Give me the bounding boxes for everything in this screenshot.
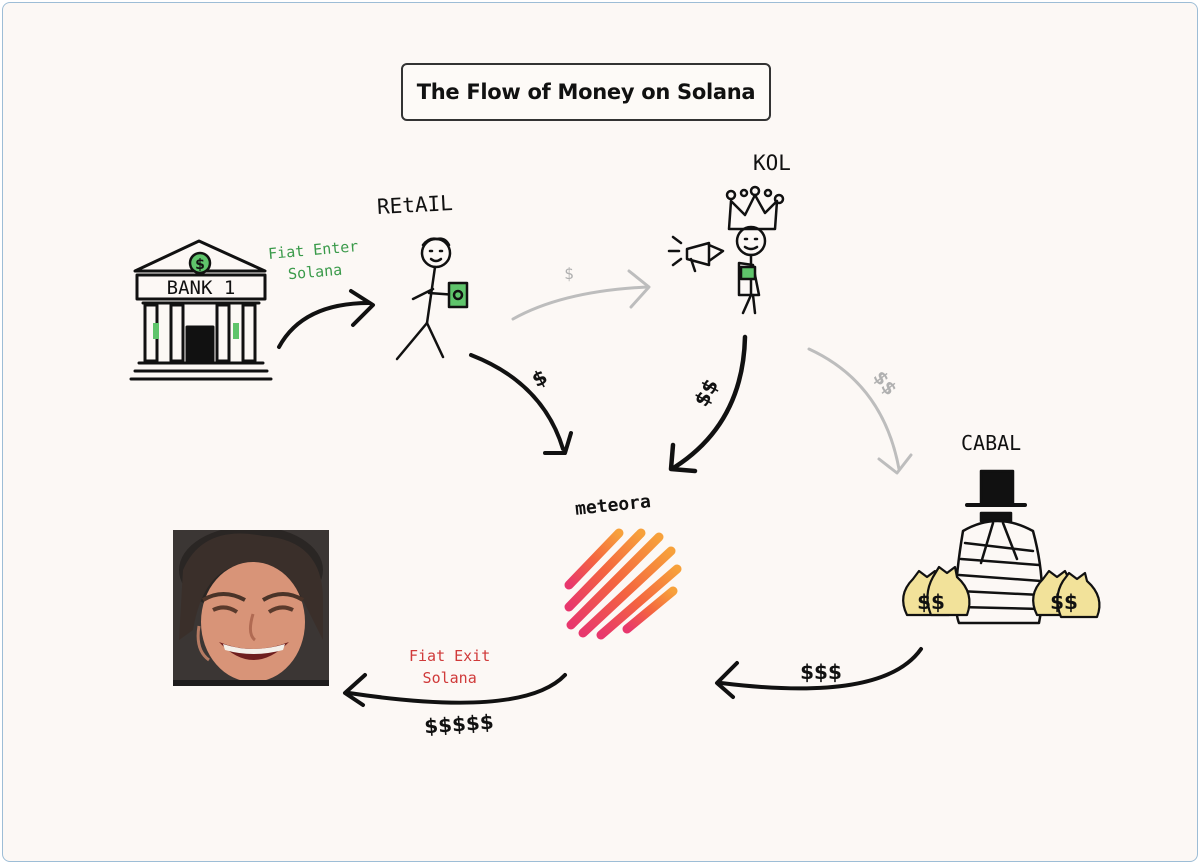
cabal-figure-icon [954, 469, 1044, 625]
label-kol-to-cabal: $$ [869, 367, 901, 400]
cabal-label: CABAL [961, 431, 1022, 455]
arrowhead-retail-to-meteora [543, 431, 573, 455]
arrow-kol-to-meteora [672, 334, 748, 470]
fiat-enter-label: Fiat Enter Solana [267, 235, 361, 287]
bank-label: BANK 1 [167, 277, 236, 299]
arrowhead-cabal-to-meteora [715, 661, 739, 699]
cabal-bag-right-text: $$ [1050, 590, 1078, 614]
retail-figure-icon [395, 237, 469, 361]
fiat-exit-line1: Fiat Exit [409, 647, 491, 665]
cabal-bag-left-text: $$ [917, 590, 945, 614]
arrowhead-retail-to-kol [627, 269, 651, 309]
arrow-meteora-to-exit [347, 673, 567, 705]
fiat-exit-label: Fiat Exit Solana [409, 645, 490, 689]
money-bag-left-icon [902, 565, 971, 617]
page-title: The Flow of Money on Solana [416, 80, 756, 104]
laughing-person-image [173, 530, 329, 686]
arrowhead-kol-to-cabal [877, 453, 913, 475]
label-exit-amount: $$$$$ [423, 710, 494, 739]
label-retail-to-meteora: $ [528, 364, 552, 392]
kol-figure-icon [667, 185, 785, 315]
arrowhead-meteora-to-exit [343, 673, 367, 707]
label-retail-to-kol: $ [564, 264, 574, 283]
arrow-retail-to-meteora [469, 353, 565, 451]
arrow-bank-to-retail [277, 301, 371, 349]
kol-label: KOL [753, 151, 791, 175]
title-box: The Flow of Money on Solana [401, 63, 771, 121]
arrow-cabal-to-meteora [719, 647, 923, 691]
diagram-svg: $ BANK 1 [129, 185, 1101, 739]
money-bag-right-icon [1032, 569, 1101, 619]
arrowhead-kol-to-meteora [668, 442, 698, 474]
laughing-person-photo [173, 530, 329, 686]
label-cabal-to-meteora: $$$ [800, 660, 842, 684]
meteora-logo-icon [564, 528, 682, 640]
fiat-exit-line2: Solana [422, 669, 477, 687]
label-kol-to-meteora: $$ [689, 375, 723, 411]
arrowhead-bank-to-retail [349, 289, 375, 327]
arrow-kol-to-cabal [807, 347, 901, 471]
bank-icon [129, 239, 273, 381]
arrow-retail-to-kol [511, 285, 649, 321]
retail-label: REtAIL [376, 191, 454, 219]
bank-badge-symbol: $ [195, 257, 205, 273]
